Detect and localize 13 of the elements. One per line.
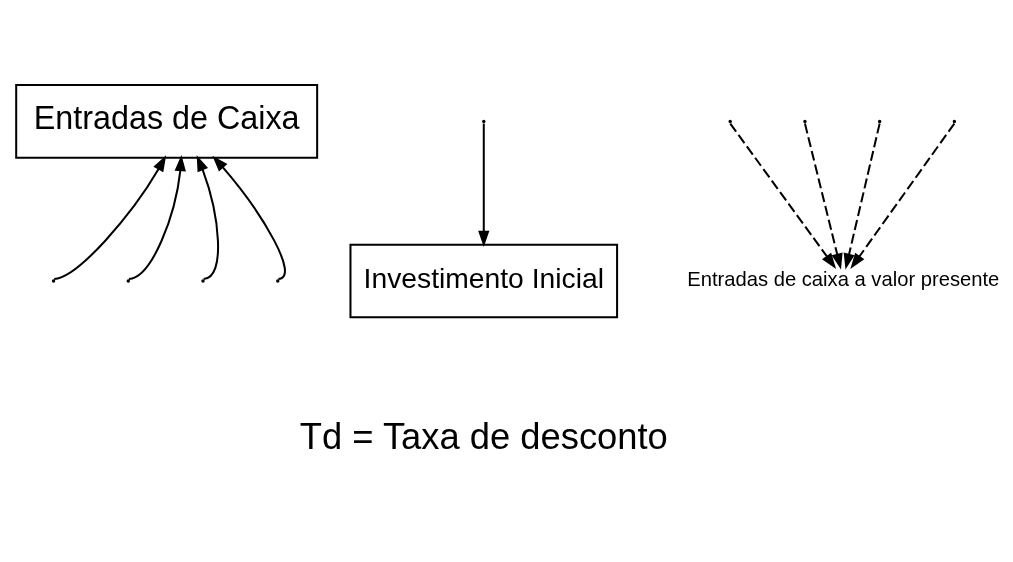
arrow bbox=[196, 155, 219, 280]
node-text: Entradas de caixa a valor presente bbox=[687, 268, 1000, 291]
arrow bbox=[729, 123, 837, 270]
arrow bbox=[803, 123, 843, 270]
arrow bbox=[128, 154, 186, 280]
arrow bbox=[478, 123, 490, 247]
arrow bbox=[843, 123, 881, 270]
arrow bbox=[850, 123, 956, 270]
arrow bbox=[212, 155, 286, 280]
node-box: Entradas de Caixa bbox=[15, 84, 319, 159]
node-box: Investimento Inicial bbox=[349, 243, 619, 319]
label: Td = Taxa de desconto bbox=[299, 416, 668, 458]
arrow bbox=[53, 155, 167, 280]
